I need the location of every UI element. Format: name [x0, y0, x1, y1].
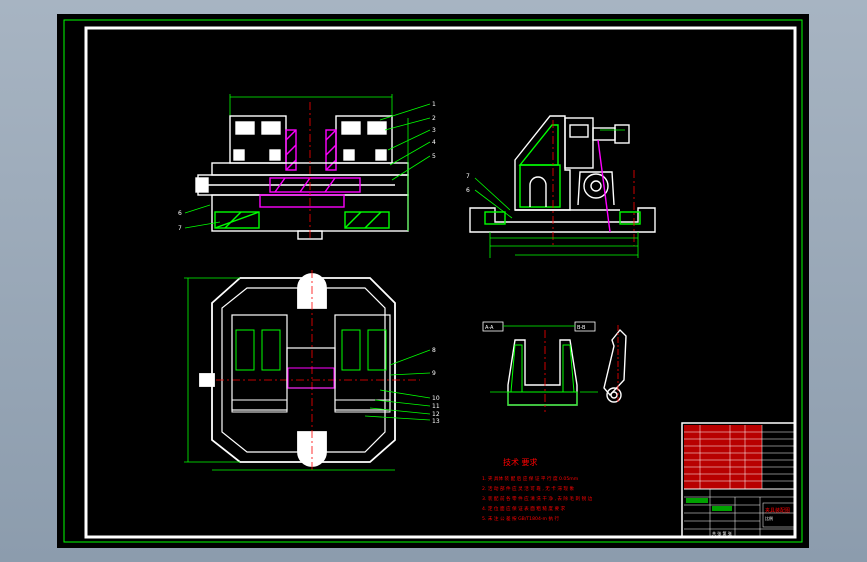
- technical-requirements: 技术 要求 1. 夹 具体 装 配 后 应 保 证 平 行 度 0.05mm 2…: [482, 457, 593, 522]
- front-view-leaders: [184, 103, 431, 229]
- balloon-12: 12: [432, 411, 440, 418]
- balloon-3: 3: [432, 127, 436, 134]
- tech-req-line-4: 4. 定 位 面 应 保 证 表 面 粗 糙 度 要 求: [482, 505, 565, 512]
- section-label-b: B-B: [577, 325, 586, 331]
- inner-frame: [84, 26, 797, 539]
- balloon-2: 2: [432, 115, 436, 122]
- tech-req-line-3: 3. 装 配 前 各 零 件 应 清 洗 干 净 , 去 除 毛 刺 锐 边: [482, 495, 593, 502]
- plan-view-dimensions: [184, 277, 431, 471]
- balloon-side-7: 7: [466, 173, 470, 180]
- tech-req-line-1: 1. 夹 具体 装 配 后 应 保 证 平 行 度 0.05mm: [482, 475, 579, 482]
- balloon-13: 13: [432, 418, 440, 425]
- tech-req-line-2: 2. 活 动 部 件 应 灵 活 可 靠 , 无 卡 滞 现 象: [482, 485, 574, 492]
- section-label-a: A-A: [485, 325, 494, 331]
- balloon-5: 5: [432, 153, 436, 160]
- plan-view: [199, 270, 420, 470]
- balloon-6: 6: [178, 210, 182, 217]
- side-view: [469, 115, 656, 246]
- connecting-rod: [603, 325, 627, 403]
- drawing-sheet: [57, 14, 809, 548]
- tech-req-title: 技术 要求: [503, 457, 538, 467]
- front-view: [195, 94, 409, 240]
- balloon-1: 1: [432, 101, 436, 108]
- outer-frame: [63, 19, 803, 543]
- title-block-scale: 比例: [765, 515, 773, 521]
- title-block-sheet: 共 张 第 张: [712, 530, 732, 536]
- balloon-8: 8: [432, 347, 436, 354]
- balloon-4: 4: [432, 139, 436, 146]
- title-block-drawing-name: 夹具装配图: [765, 507, 790, 514]
- balloon-9: 9: [432, 370, 436, 377]
- balloon-10: 10: [432, 395, 440, 402]
- plan-view-balloons: 8 9 10 11 12 13: [432, 347, 440, 425]
- balloon-11: 11: [432, 403, 440, 410]
- front-view-balloons: 1 2 3 4 5 6 7: [178, 101, 436, 232]
- balloon-7: 7: [178, 225, 182, 232]
- section-labels: A-A B-B: [485, 325, 586, 331]
- balloon-side-6: 6: [466, 187, 470, 194]
- section-detail: [482, 321, 598, 412]
- side-view-dimensions: [474, 129, 639, 258]
- tech-req-line-5: 5. 未 注 公 差 按 GB/T1804-m 执 行: [482, 515, 560, 522]
- side-view-balloons: 7 6: [466, 173, 470, 194]
- title-block: 夹具装配图 比例 共 张 第 张: [681, 422, 796, 538]
